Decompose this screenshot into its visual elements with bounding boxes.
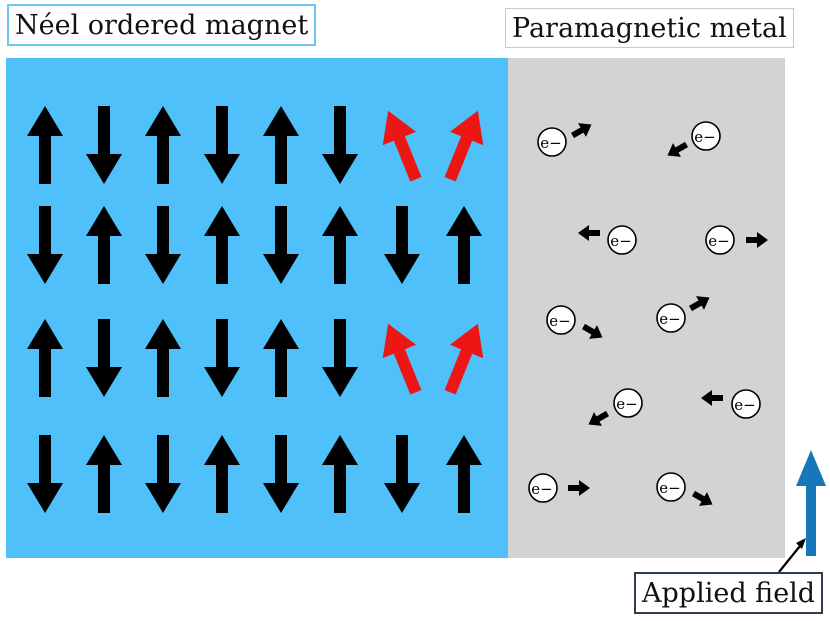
field-arrow <box>796 450 826 556</box>
electron: e− <box>546 305 603 339</box>
spin-up-arrow <box>145 319 181 397</box>
electron-spin-arrow <box>746 232 768 248</box>
electron-label: e− <box>616 395 637 413</box>
magnet-title: Néel ordered magnet <box>7 4 317 46</box>
pointer-line <box>778 545 801 573</box>
electron: e− <box>537 123 592 157</box>
spin-down-arrow <box>322 106 358 184</box>
electron-label: e− <box>549 312 570 330</box>
electron-spin-arrow <box>581 323 603 339</box>
spin-up-arrow <box>145 106 181 184</box>
electron-circle <box>607 225 637 255</box>
spin-up-arrow <box>27 319 63 397</box>
electron-circle <box>613 388 643 418</box>
electron-spin-arrow <box>688 296 710 312</box>
spin-down-arrow <box>204 319 240 397</box>
electron: e− <box>528 473 590 503</box>
spin-up-arrow <box>204 435 240 513</box>
electron: e− <box>578 225 637 255</box>
spin-down-arrow <box>27 435 63 513</box>
electron-spin-arrow <box>588 410 610 426</box>
spin-down-arrow <box>86 319 122 397</box>
electron-circle <box>546 305 576 335</box>
electron: e− <box>667 121 721 157</box>
spin-down-arrow <box>384 206 420 284</box>
spin-up-arrow <box>446 435 482 513</box>
electron-label: e− <box>734 396 755 414</box>
neel-magnet-region <box>6 58 508 558</box>
spin-down-arrow <box>204 106 240 184</box>
electron-label: e− <box>610 232 631 250</box>
electron-label: e− <box>708 232 729 250</box>
field-label-pointer <box>778 538 806 573</box>
electron-spin-arrow <box>701 390 723 406</box>
electron-spin-arrow <box>568 480 590 496</box>
electron-circle <box>691 121 721 151</box>
applied-field-label: Applied field <box>634 572 824 614</box>
spin-down-arrow <box>322 319 358 397</box>
conduction-electrons: e− e− e− e− e− e− e− e− e− e− <box>528 121 768 506</box>
electron-spin-arrow <box>691 490 713 506</box>
spin-up-arrow <box>86 435 122 513</box>
electron-spin-arrow <box>578 225 600 241</box>
spin-up-arrow <box>322 435 358 513</box>
electron-circle <box>656 472 686 502</box>
canted-spin-arrow <box>444 110 484 182</box>
electron-circle <box>731 389 761 419</box>
electron-label: e− <box>694 128 715 146</box>
spin-up-arrow <box>204 206 240 284</box>
canted-spin-arrow <box>444 323 484 395</box>
spin-lattice <box>27 106 484 513</box>
spin-up-arrow <box>263 319 299 397</box>
electron-label: e− <box>531 480 552 498</box>
canted-spin-arrow <box>382 323 422 395</box>
metal-title: Paramagnetic metal <box>505 8 794 48</box>
electron-label: e− <box>659 479 680 497</box>
spin-up-arrow <box>446 206 482 284</box>
electron: e− <box>588 388 643 426</box>
electron-label: e− <box>659 310 680 328</box>
electron: e− <box>656 472 713 506</box>
electron-spin-arrow <box>570 123 592 139</box>
spin-down-arrow <box>263 206 299 284</box>
electron-label: e− <box>540 134 561 152</box>
canted-spin-arrow <box>382 110 422 182</box>
electron-circle <box>656 303 686 333</box>
spin-down-arrow <box>145 435 181 513</box>
electron-spin-arrow <box>667 141 689 157</box>
spin-down-arrow <box>145 206 181 284</box>
spin-up-arrow <box>322 206 358 284</box>
electron: e− <box>656 296 710 333</box>
electron-circle <box>705 225 735 255</box>
electron: e− <box>701 389 761 419</box>
electron-circle <box>528 473 558 503</box>
spin-down-arrow <box>384 435 420 513</box>
pointer-head <box>796 538 806 549</box>
spin-down-arrow <box>86 106 122 184</box>
spin-up-arrow <box>86 206 122 284</box>
spin-up-arrow <box>27 106 63 184</box>
applied-field-arrow <box>796 450 826 556</box>
electron: e− <box>705 225 768 255</box>
spin-down-arrow <box>27 206 63 284</box>
spin-up-arrow <box>263 106 299 184</box>
spin-down-arrow <box>263 435 299 513</box>
electron-circle <box>537 127 567 157</box>
